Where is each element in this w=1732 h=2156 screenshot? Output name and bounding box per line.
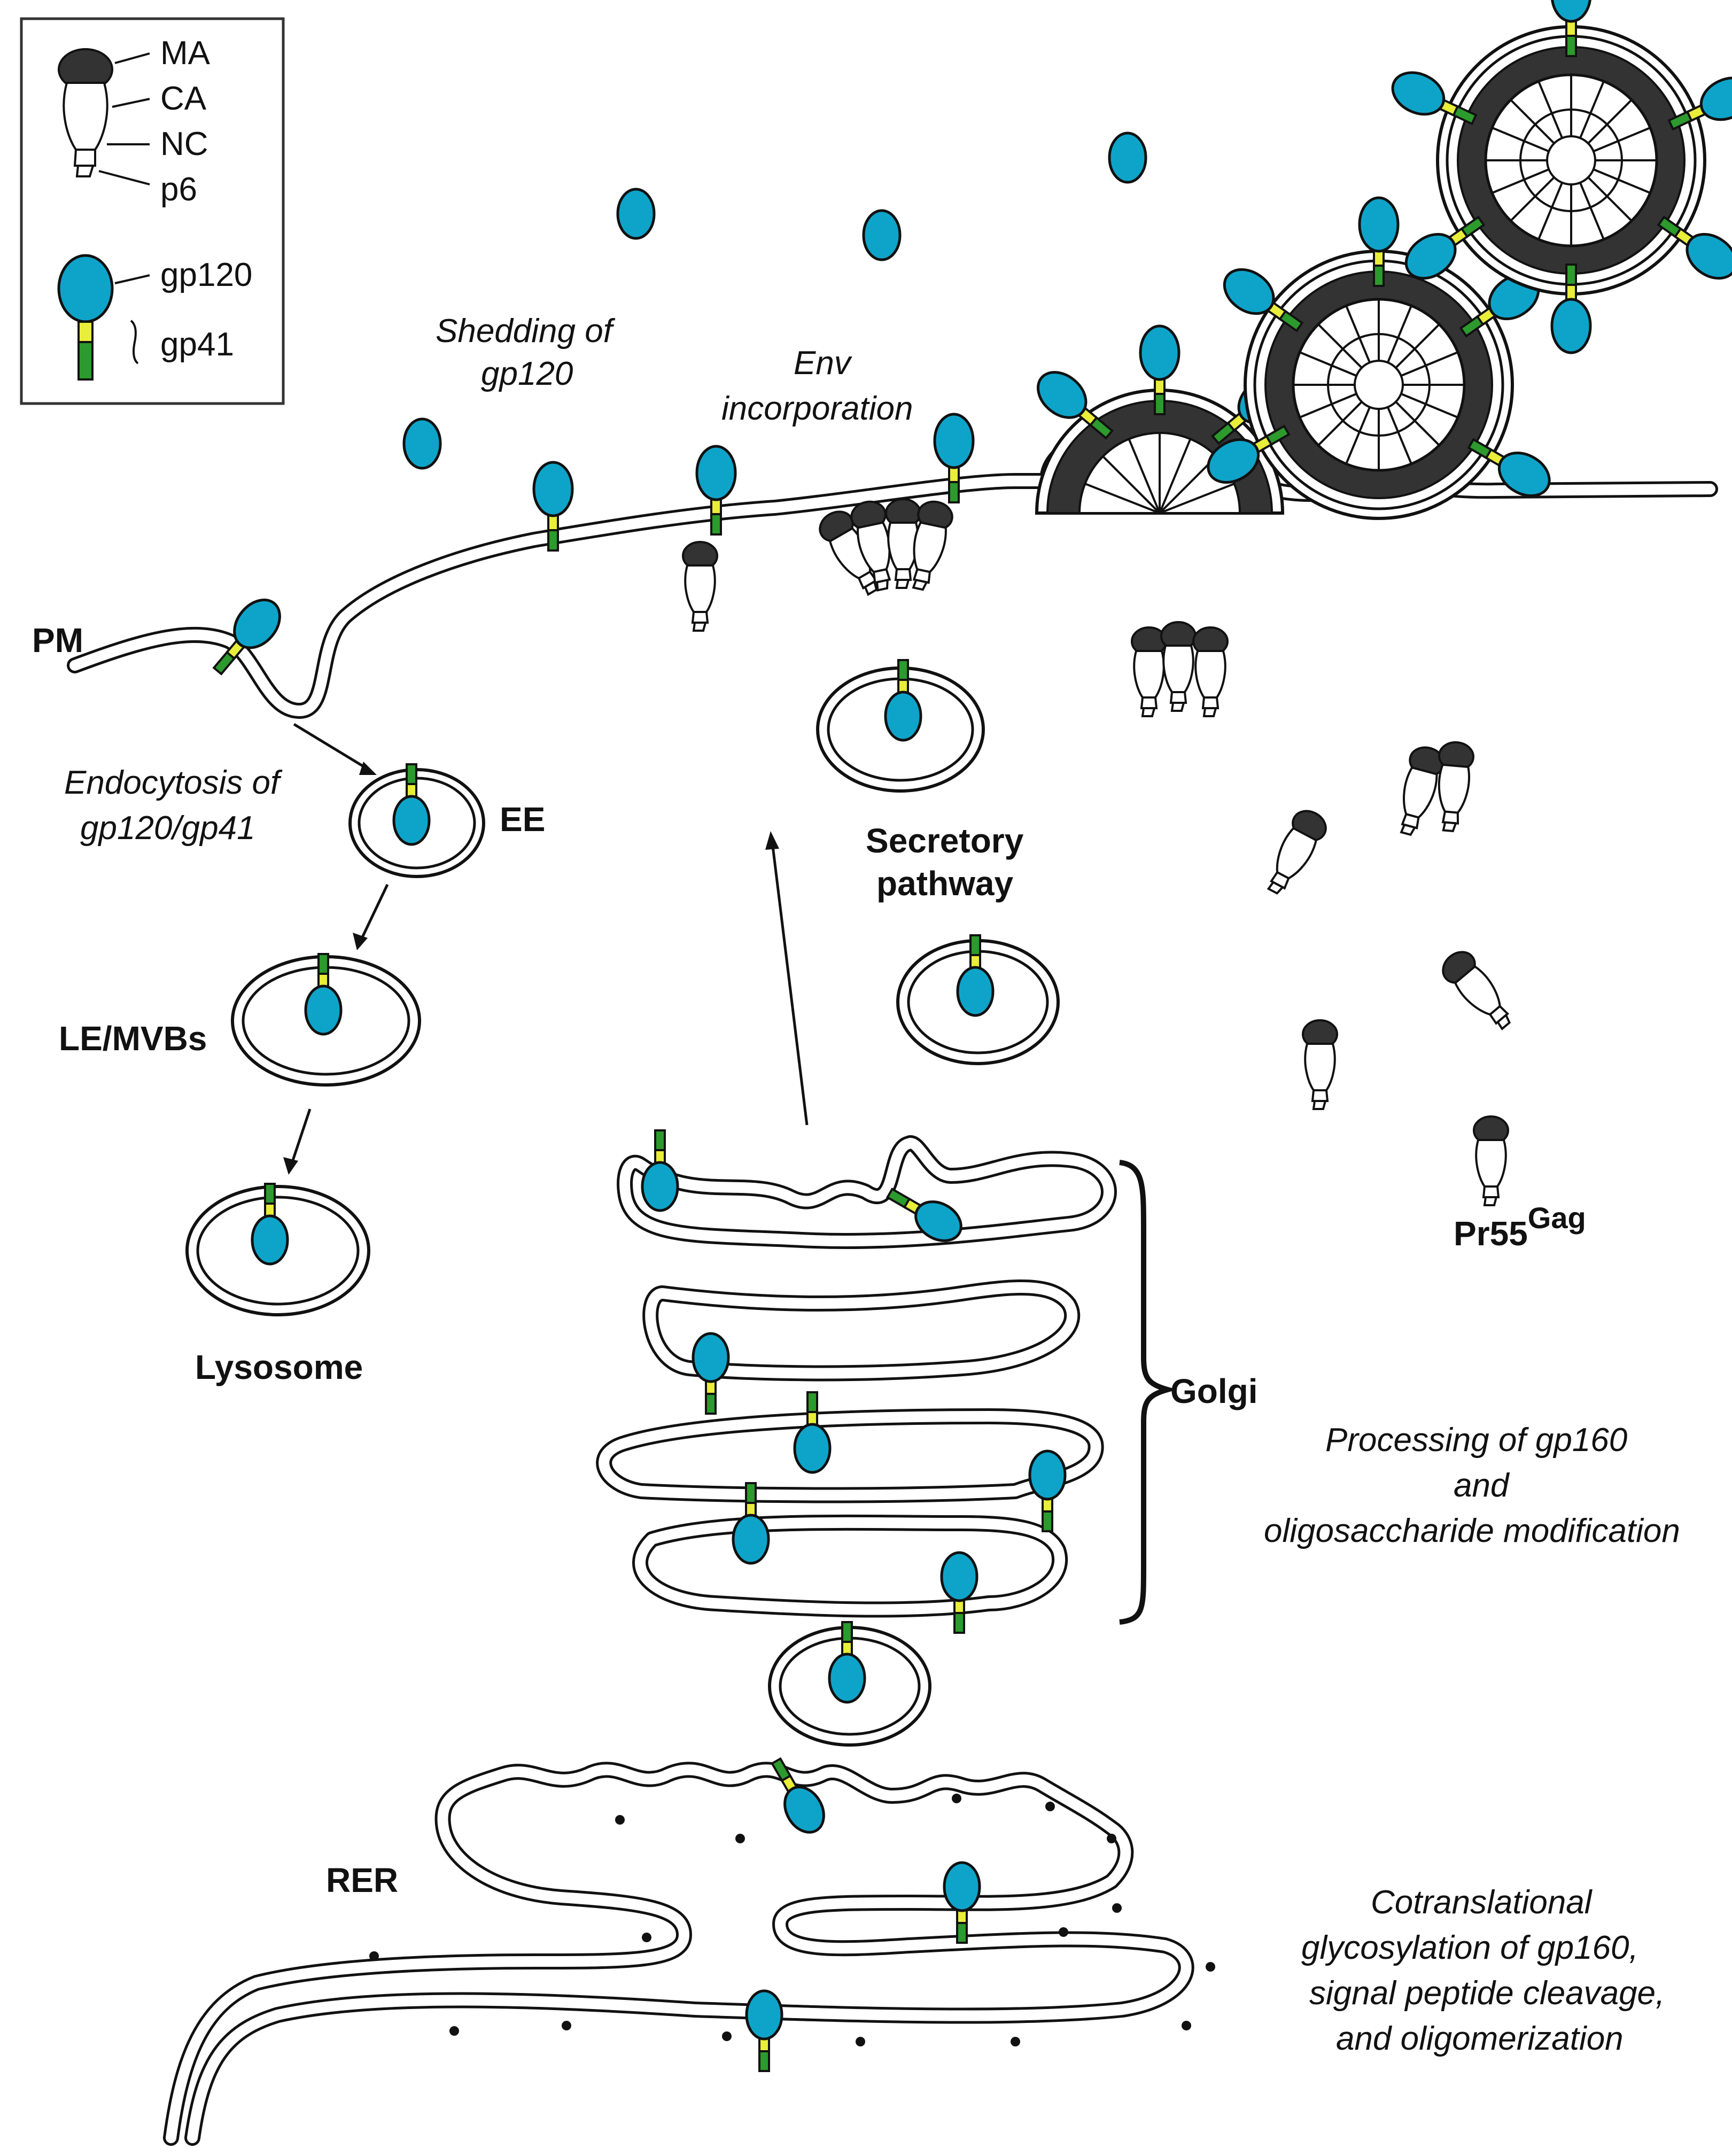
- pm-gag-single: [682, 541, 718, 632]
- le-mvbs-label: LE/MVBs: [59, 1019, 207, 1058]
- pr55-superscript: Gag: [1528, 1201, 1586, 1235]
- secretory-label-line2: pathway: [876, 864, 1013, 903]
- lysosome-label: Lysosome: [195, 1348, 363, 1386]
- pr55-base: Pr55: [1454, 1214, 1528, 1253]
- secretory-vesicle-upper: [816, 660, 985, 793]
- legend-nc-label: NC: [160, 126, 208, 162]
- arrow-ee-to-le: [359, 883, 389, 942]
- er-golgi-vesicle: [768, 1622, 931, 1747]
- pm-gag-cluster: [813, 497, 956, 601]
- env-incorporation-line1: Env: [794, 345, 852, 382]
- secretory-vesicle-lower: [896, 935, 1060, 1065]
- legend-env-icon: [57, 254, 114, 381]
- shedding-label-line2: gp120: [481, 355, 573, 392]
- env-incorporation-line2: incorporation: [721, 390, 913, 427]
- rer-label: RER: [326, 1861, 398, 1899]
- rough-er: [163, 1752, 1215, 2146]
- shedding-label-line1: Shedding of: [436, 313, 616, 350]
- lysosome: [185, 1184, 370, 1316]
- golgi-processing-line1: Processing of gp160: [1325, 1422, 1627, 1459]
- golgi-processing-line2: and: [1454, 1467, 1510, 1504]
- pm-label: PM: [32, 621, 83, 660]
- legend-p6-label: p6: [160, 171, 197, 208]
- legend-ma-label: MA: [160, 35, 211, 72]
- rer-processing-line1: Cotranslational: [1371, 1884, 1593, 1921]
- rer-processing-line4: and oligomerization: [1336, 2020, 1624, 2057]
- endocytosis-label-line1: Endocytosis of: [64, 764, 283, 801]
- plasma-membrane: [67, 418, 1718, 719]
- late-endosome-mvb: [231, 954, 421, 1087]
- secretory-label-line1: Secretory: [866, 821, 1024, 860]
- cytoplasmic-gag: [1131, 621, 1521, 1206]
- legend-gp41-label: gp41: [160, 326, 234, 363]
- legend-gag-icon: [58, 48, 113, 177]
- arrow-le-to-lysosome: [290, 1108, 312, 1166]
- arrowhead-pm-to-ee: [359, 762, 377, 775]
- arrowhead-golgi-to-pm: [765, 831, 779, 850]
- golgi-label: Golgi: [1170, 1372, 1258, 1410]
- arrow-golgi-to-pm: [771, 841, 809, 1126]
- legend: MA CA NC p6 gp120 gp41: [20, 17, 285, 405]
- arrow-pm-to-ee: [293, 723, 370, 771]
- arrowhead-ee-to-le: [353, 933, 368, 950]
- pr55-gag-label: Pr55Gag: [1454, 1201, 1586, 1253]
- rer-processing-line3: signal peptide cleavage,: [1309, 1975, 1665, 2012]
- legend-ca-label: CA: [160, 80, 207, 117]
- golgi-stack: [596, 1130, 1117, 1633]
- arrowhead-le-to-lysosome: [283, 1157, 298, 1175]
- early-endosome: [348, 764, 485, 878]
- legend-gp120-label: gp120: [160, 257, 252, 293]
- golgi-processing-line3: oligosaccharide modification: [1264, 1513, 1680, 1549]
- golgi-bracket: [1119, 1160, 1178, 1625]
- rer-processing-line2: glycosylation of gp160,: [1301, 1929, 1638, 1966]
- ee-label: EE: [500, 800, 545, 839]
- endocytosis-label-line2: gp120/gp41: [80, 810, 255, 847]
